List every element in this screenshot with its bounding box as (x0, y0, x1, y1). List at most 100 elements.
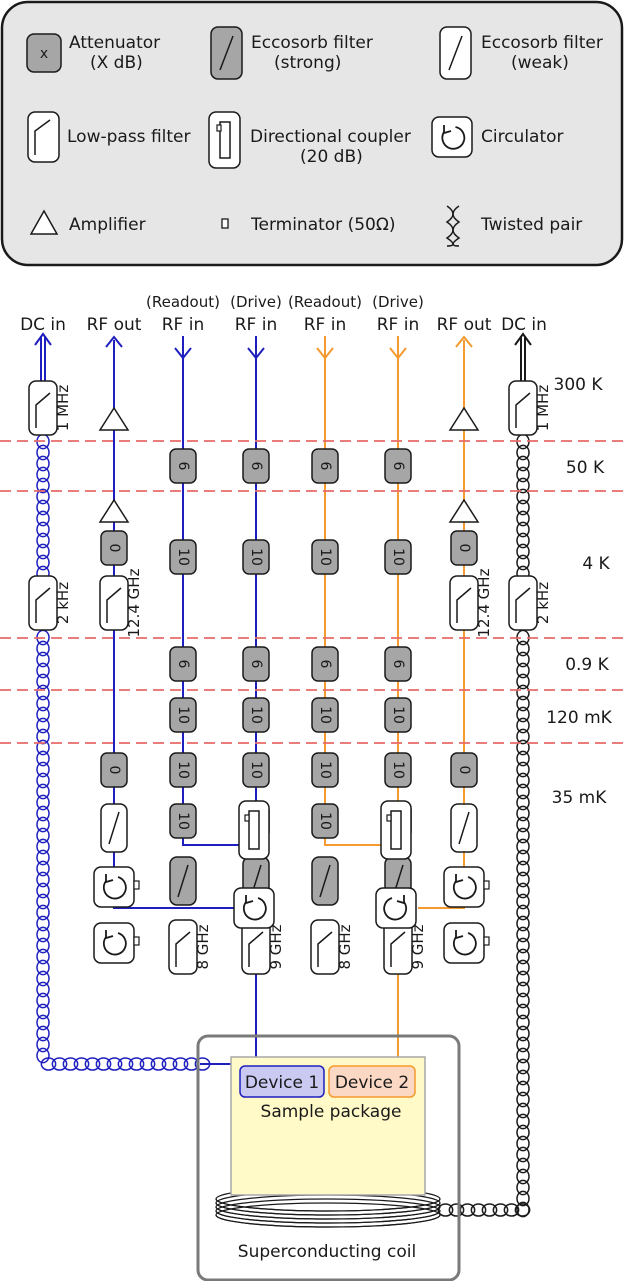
svg-text:0: 0 (106, 766, 122, 775)
svg-text:0: 0 (456, 766, 472, 775)
svg-text:2 kHz: 2 kHz (54, 582, 72, 624)
legend-sublabel-eccosorb-strong: (strong) (274, 53, 341, 73)
amplifier-4k-right (448, 498, 480, 523)
attenuator-0-9k-1: 6 (169, 646, 197, 682)
eccosorb-weak-right (450, 803, 478, 853)
wire-rf-out-left (113, 340, 234, 909)
directional-coupler-icon (208, 111, 241, 169)
attenuator-35mk-a-4: 10 (384, 752, 412, 788)
eccosorb-weak-left (100, 803, 128, 853)
attenuator-120mk-1: 10 (169, 697, 197, 733)
legend-sublabel-coupler: (20 dB) (300, 147, 363, 167)
device-1-box (239, 1065, 325, 1098)
svg-text:10: 10 (248, 548, 264, 566)
label-dc-in-right: DC in (501, 315, 547, 335)
sample-package-label: Sample package (261, 1102, 402, 1122)
sublabel-readout-1: (Readout) (146, 293, 220, 311)
svg-text:6: 6 (390, 462, 406, 471)
svg-text:9 GHz: 9 GHz (409, 924, 427, 969)
legend-sublabel-attenuator: (X dB) (90, 53, 143, 73)
eccosorb-strong-icon (210, 26, 243, 80)
circulator-icon (431, 116, 473, 158)
attenuator-4k-3: 10 (311, 539, 339, 575)
legend-label-eccosorb-weak: Eccosorb filter (481, 33, 603, 53)
device-1-label: Device 1 (245, 1073, 319, 1093)
svg-text:8 GHz: 8 GHz (336, 924, 354, 969)
attenuator-35mk-a-2: 10 (242, 752, 270, 788)
stage-label-50k: 50 K (566, 458, 605, 478)
svg-text:6: 6 (390, 660, 406, 669)
attenuator-50k-4: 6 (384, 448, 412, 484)
svg-text:1 MHz: 1 MHz (534, 385, 552, 432)
attenuator-icon: x (26, 33, 62, 73)
wire-readout-1 (182, 336, 240, 846)
svg-text:10: 10 (390, 761, 406, 779)
svg-text:10: 10 (317, 548, 333, 566)
twisted-pair-right (437, 433, 531, 1218)
device-2-box (328, 1065, 416, 1098)
label-dc-in-left: DC in (20, 315, 66, 335)
svg-text:6: 6 (317, 660, 333, 669)
top-labels: (Readout) (Drive) (Readout) (Drive) DC i… (20, 293, 547, 335)
attenuator-0-9k-4: 6 (384, 646, 412, 682)
attenuator-120mk-4: 10 (384, 697, 412, 733)
svg-text:6: 6 (317, 462, 333, 471)
wire-dc-right-top (520, 336, 526, 382)
attenuator-0-9k-2: 6 (242, 646, 270, 682)
legend-label-coupler: Directional coupler (250, 127, 411, 147)
svg-text:x: x (40, 46, 48, 62)
svg-text:12.4 GHz: 12.4 GHz (125, 568, 143, 637)
sublabel-drive-2: (Drive) (372, 293, 424, 311)
sublabel-drive-1: (Drive) (230, 293, 282, 311)
device-2-label: Device 2 (335, 1073, 409, 1093)
attenuator-50k-2: 6 (242, 448, 270, 484)
amplifier-300k-right (448, 406, 480, 431)
input-arrows (34, 332, 532, 360)
lowpass-rfin-1: 8 GHz (168, 919, 212, 975)
attenuator-50k-1: 6 (169, 448, 197, 484)
stage-label-120mk: 120 mK (546, 708, 612, 728)
superconducting-coil-front (215, 1198, 441, 1228)
wire-dc-left-top (40, 336, 46, 382)
directional-coupler-1 (238, 800, 270, 860)
legend-label-circulator: Circulator (481, 127, 564, 147)
circulator-right-1 (443, 866, 490, 908)
svg-text:0: 0 (456, 544, 472, 553)
superconducting-coil-label: Superconducting coil (238, 1242, 416, 1262)
cryostat-sample-box (196, 1034, 461, 1281)
svg-text:10: 10 (175, 548, 191, 566)
twisted-pair-icon (445, 205, 461, 247)
stage-label-300k: 300 K (554, 375, 604, 395)
wire-rf-out-right (418, 340, 465, 909)
lowpass-rfout-right-4k: 12.4 GHz (449, 568, 493, 637)
attenuator-0-9k-3: 6 (311, 646, 339, 682)
attenuator-35mk-a-3: 10 (311, 752, 339, 788)
svg-text:12.4 GHz: 12.4 GHz (475, 568, 493, 637)
svg-text:10: 10 (175, 812, 191, 830)
svg-text:10: 10 (248, 761, 264, 779)
circulator-right-2 (443, 922, 490, 964)
svg-text:0: 0 (106, 544, 122, 553)
stage-boundaries (0, 440, 624, 744)
svg-text:10: 10 (317, 812, 333, 830)
twisted-pair-left (36, 433, 211, 1071)
attenuator-rfout-right-4k: 0 (450, 530, 478, 566)
svg-text:10: 10 (248, 706, 264, 724)
legend-label-attenuator: Attenuator (69, 33, 160, 53)
label-rf-in-readout-1: RF in (162, 315, 205, 335)
label-rf-out-right: RF out (437, 315, 492, 335)
circulator-left-2 (93, 922, 140, 964)
circulator-device-2 (375, 887, 417, 929)
legend: x Attenuator (X dB) Eccosorb filter (str… (0, 0, 624, 267)
attenuator-50k-3: 6 (311, 448, 339, 484)
lowpass-rfout-left-4k: 12.4 GHz (99, 568, 143, 637)
sublabel-readout-2: (Readout) (288, 293, 362, 311)
eccosorb-strong-3 (311, 856, 339, 906)
svg-text:8 GHz: 8 GHz (194, 924, 212, 969)
lowpass-rfin-3: 8 GHz (310, 919, 354, 975)
svg-text:6: 6 (248, 462, 264, 471)
lowpass-dc-left-300k: 1 MHz (28, 380, 72, 436)
legend-sublabel-eccosorb-weak: (weak) (511, 53, 569, 73)
svg-text:9 GHz: 9 GHz (267, 924, 285, 969)
eccosorb-strong-1 (169, 856, 197, 906)
